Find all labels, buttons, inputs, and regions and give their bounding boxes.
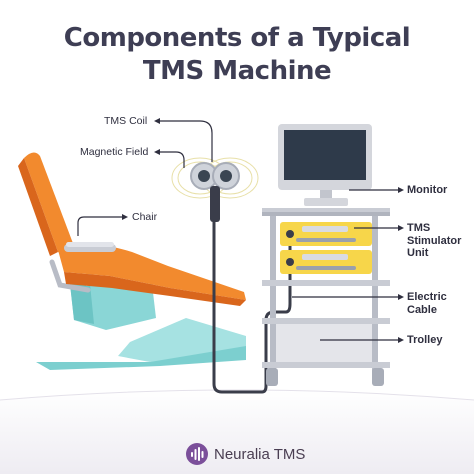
- label-tms-stimulator-line-2: Stimulator: [407, 234, 462, 247]
- label-magnetic-field: Magnetic Field: [80, 146, 149, 158]
- label-electric-cable-line-2: Cable: [407, 303, 437, 316]
- arrowhead-trolley: [398, 337, 404, 343]
- stimulator-unit: [280, 222, 372, 274]
- label-tms-stimulator-line-1: TMS: [407, 222, 431, 234]
- trolley-top-shelf-edge: [262, 212, 390, 216]
- label-trolley: Trolley: [407, 334, 443, 346]
- electric-cable: [212, 212, 292, 394]
- coil-assembly: [171, 157, 292, 394]
- label-tms-stimulator-unit: TMS Stimulator Unit: [407, 222, 461, 260]
- chair-armrest-pad: [66, 242, 114, 247]
- monitor: [278, 124, 372, 206]
- trolley: [262, 208, 390, 386]
- stimulator-top-knob: [286, 230, 294, 238]
- stimulator-bottom-display: [302, 254, 348, 260]
- stimulator-bottom-slot: [296, 266, 356, 270]
- pointer-tms-coil: [159, 120, 213, 162]
- waveform-circle-icon: [186, 443, 208, 465]
- label-tms-stimulator-line-3: Unit: [407, 247, 429, 259]
- coil-handle: [210, 186, 220, 222]
- brand-logo: Neuralia TMS: [186, 443, 305, 465]
- footer-band-edge: [0, 389, 474, 401]
- arrowhead-chair: [122, 214, 128, 220]
- arrowhead-tms-coil: [154, 118, 160, 124]
- title-line-1: Components of a Typical: [63, 23, 411, 53]
- arrowhead-electric-cable: [398, 294, 404, 300]
- trolley-leg-right: [372, 216, 378, 376]
- trolley-wheel-right: [372, 368, 384, 386]
- brand-name: Neuralia TMS: [214, 445, 306, 463]
- trolley-middle-shelf: [262, 280, 390, 286]
- trolley-bottom-shelf: [262, 318, 390, 324]
- coil-right-center: [220, 170, 232, 182]
- pointer-lines: [77, 120, 400, 341]
- monitor-neck: [320, 190, 332, 200]
- footer-band: [0, 390, 474, 474]
- chair-pedestal-shade: [70, 284, 94, 324]
- pointer-magnetic-field: [159, 151, 185, 168]
- pointer-chair: [77, 216, 123, 236]
- page-title: Components of a Typical TMS Machine: [0, 22, 474, 88]
- trolley-base: [262, 362, 390, 368]
- arrowhead-magnetic-field: [154, 149, 160, 155]
- label-electric-cable-line-1: Electric: [407, 291, 447, 303]
- chair-seat: [58, 243, 246, 300]
- monitor-foot: [304, 198, 348, 206]
- label-tms-coil: TMS Coil: [104, 115, 148, 127]
- stimulator-bottom-knob: [286, 258, 294, 266]
- chair-seat-underside: [64, 272, 246, 306]
- monitor-screen: [284, 130, 366, 180]
- label-electric-cable: Electric Cable: [407, 291, 447, 316]
- arrowhead-monitor: [398, 187, 404, 193]
- trolley-leg-left: [270, 216, 276, 376]
- trolley-bottom-bin: [276, 322, 372, 362]
- stimulator-top-display: [302, 226, 348, 232]
- title-line-2: TMS Machine: [142, 56, 332, 86]
- chair-arm-support: [49, 259, 91, 293]
- chair-backrest: [24, 152, 74, 254]
- stimulator-top-slot: [296, 238, 356, 242]
- pointer-arrowheads: [122, 118, 404, 343]
- coil-left-center: [198, 170, 210, 182]
- chair-backrest-shade: [18, 158, 58, 256]
- trolley-wheel-left: [266, 368, 278, 386]
- arrowhead-stimulator: [398, 225, 404, 231]
- label-monitor: Monitor: [407, 184, 448, 196]
- label-chair: Chair: [132, 211, 158, 223]
